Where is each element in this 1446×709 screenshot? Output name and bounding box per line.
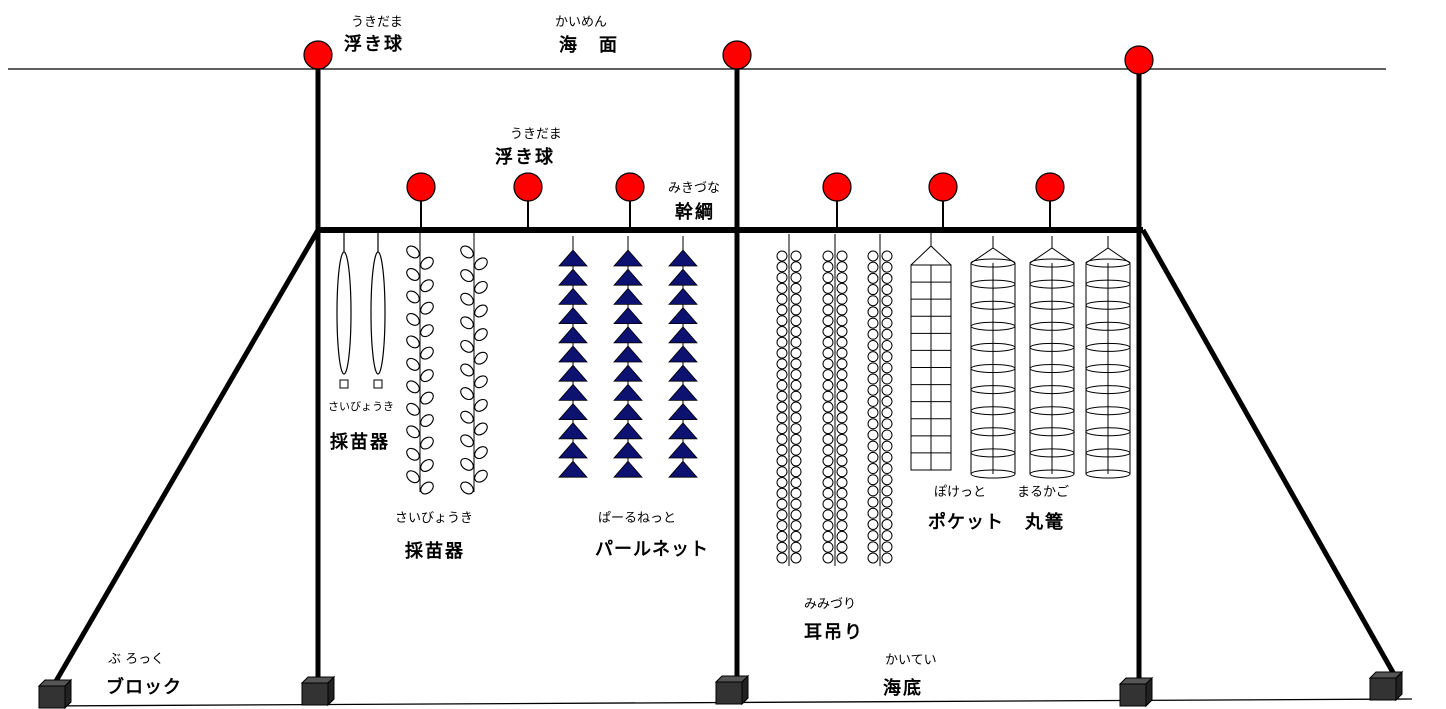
spat-collector-chain	[406, 233, 434, 495]
pearl-net	[668, 460, 698, 478]
anchor-block	[714, 674, 750, 706]
sea-surface-label: 海 面	[559, 35, 619, 56]
anchor-block	[1368, 670, 1404, 702]
mid-float	[822, 172, 852, 202]
mid-float	[928, 172, 958, 202]
float-top-ruby: うきだま	[351, 15, 403, 30]
pearl-net	[668, 345, 698, 363]
pearl-net	[668, 441, 698, 459]
ear-hanging-string	[867, 234, 893, 566]
lantern-net	[1029, 236, 1075, 479]
anchor-block	[300, 675, 336, 707]
pocket-ruby: ぽけっと	[934, 485, 987, 500]
anchor-line-left	[49, 228, 321, 690]
anchor-block	[37, 678, 73, 709]
pearl-net	[668, 268, 698, 286]
pearl-net	[613, 460, 643, 478]
pearl-net	[558, 383, 588, 401]
mid-float	[406, 172, 436, 202]
pearl-net	[668, 287, 698, 305]
spat-collector-loop	[336, 233, 352, 389]
pearl-net	[668, 402, 698, 421]
pearl-net	[668, 249, 698, 267]
pearl-net	[613, 306, 643, 325]
surface-float	[303, 40, 333, 70]
anchor-line-right	[1140, 228, 1398, 678]
mid-float	[1035, 172, 1065, 202]
pearl-net	[613, 422, 643, 440]
pearl-net	[613, 326, 643, 344]
mid-float	[513, 172, 543, 202]
pearl-net	[558, 402, 588, 421]
pearl-net	[613, 345, 643, 363]
ear-hanging-ruby: みみづり	[804, 597, 857, 612]
collector2-label: 採苗器	[405, 541, 465, 562]
spat-collector-loop	[370, 233, 386, 389]
pearl-net-string	[668, 236, 698, 478]
pearl-net	[558, 364, 588, 382]
main-rope-label: 幹綱	[675, 202, 715, 223]
anchor-block	[1118, 676, 1154, 708]
float-mid-ruby: うきだま	[510, 127, 562, 142]
pearl-net	[668, 326, 698, 344]
collector1-label: 採苗器	[330, 432, 390, 453]
pearl-net	[668, 383, 698, 401]
ear-hanging-string	[776, 234, 802, 566]
collector2-ruby: さいびょうき	[395, 511, 474, 526]
spat-collector-chain	[460, 233, 488, 495]
pearl-net-label: パールネット	[595, 539, 709, 560]
float-mid-label: 浮き球	[495, 147, 555, 168]
seabed-ruby: かいてい	[885, 653, 937, 668]
pearl-net	[613, 249, 643, 267]
block-ruby: ぶ ろっく	[108, 652, 165, 667]
block-label: ブロック	[106, 677, 182, 698]
ear-hanging-label: 耳吊り	[804, 622, 864, 643]
pearl-net	[558, 249, 588, 267]
pearl-net	[613, 441, 643, 459]
mid-float	[615, 172, 645, 202]
surface-float	[1124, 45, 1154, 75]
pearl-net-ruby: ぱーるねっと	[598, 511, 677, 526]
pearl-net	[668, 364, 698, 382]
pearl-net	[613, 364, 643, 382]
float-top-label: 浮き球	[344, 34, 404, 55]
pearl-net	[558, 345, 588, 363]
pocket-label: ポケット	[928, 512, 1004, 533]
lantern-ruby: まるかご	[1017, 485, 1070, 500]
pocket-net	[910, 232, 952, 471]
lantern-net	[1085, 236, 1131, 479]
main-rope-ruby: みきづな	[668, 181, 721, 196]
pearl-net	[558, 326, 588, 344]
sea-surface-ruby: かいめん	[555, 15, 608, 30]
pearl-net-string	[558, 236, 588, 478]
seabed-label: 海底	[883, 678, 923, 699]
pearl-net	[668, 422, 698, 440]
pearl-net	[668, 306, 698, 325]
pearl-net-string	[613, 236, 643, 478]
ear-hanging-string	[822, 234, 848, 566]
pearl-net	[613, 402, 643, 421]
surface-float	[722, 40, 752, 70]
pearl-net	[613, 383, 643, 401]
collector1-ruby: さいびょうき	[328, 400, 394, 413]
pearl-net	[558, 268, 588, 286]
pearl-net	[558, 306, 588, 325]
pearl-net	[558, 287, 588, 305]
pearl-net	[558, 422, 588, 440]
lantern-net	[970, 236, 1016, 479]
lantern-label: 丸篭	[1025, 512, 1065, 533]
pearl-net	[558, 460, 588, 478]
pearl-net	[558, 441, 588, 459]
pearl-net	[613, 287, 643, 305]
pearl-net	[613, 268, 643, 286]
